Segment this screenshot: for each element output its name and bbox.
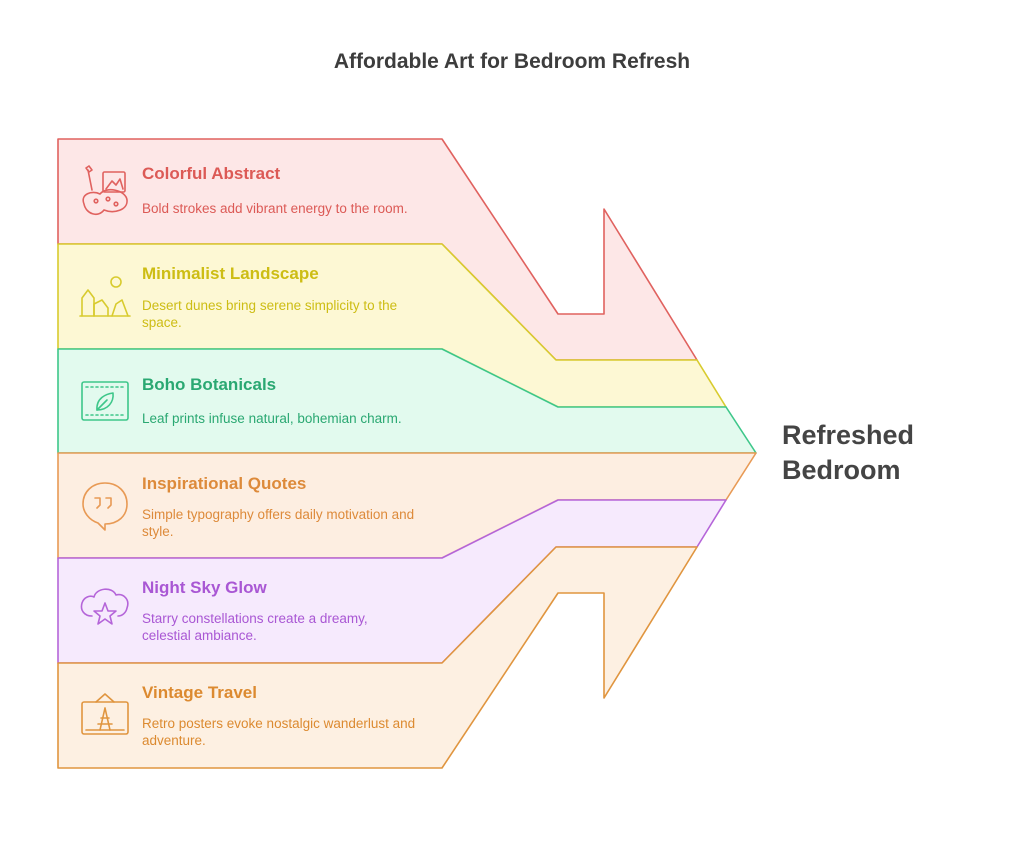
item-desc-minimalist-landscape: Desert dunes bring serene simplicity to … — [142, 298, 398, 330]
eiffel-poster-icon — [81, 693, 129, 735]
item-title-night-sky-glow: Night Sky Glow — [142, 578, 267, 597]
page-title: Affordable Art for Bedroom Refresh — [333, 50, 691, 73]
landscape-sun-icon — [79, 276, 131, 317]
item-desc-colorful-abstract: Bold strokes add vibrant energy to the r… — [142, 201, 408, 216]
framed-leaf-icon — [81, 381, 129, 421]
item-title-inspirational-quotes: Inspirational Quotes — [142, 474, 307, 493]
item-desc-inspirational-quotes: Simple typography offers daily motivatio… — [142, 507, 415, 539]
result-label: Refreshed Bedroom — [782, 420, 915, 485]
paint-brush-palette-icon — [82, 165, 128, 216]
item-desc-boho-botanicals: Leaf prints infuse natural, bohemian cha… — [142, 411, 402, 426]
quote-bubble-icon — [82, 482, 128, 531]
item-title-vintage-travel: Vintage Travel — [142, 683, 257, 702]
item-desc-vintage-travel: Retro posters evoke nostalgic wanderlust… — [142, 716, 416, 748]
cloud-star-icon — [80, 588, 129, 625]
item-title-colorful-abstract: Colorful Abstract — [142, 164, 281, 183]
item-desc-night-sky-glow: Starry constellations create a dreamy, c… — [142, 611, 368, 643]
item-title-boho-botanicals: Boho Botanicals — [142, 375, 277, 394]
item-title-minimalist-landscape: Minimalist Landscape — [142, 264, 319, 283]
band-vintage-travel — [57, 546, 698, 769]
